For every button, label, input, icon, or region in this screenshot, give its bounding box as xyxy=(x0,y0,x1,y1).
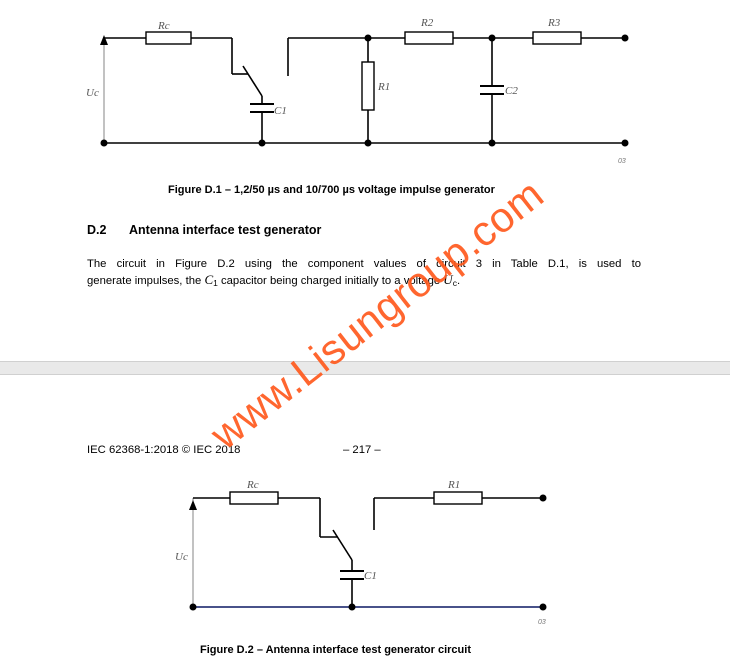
figure-d2-circuit: Rc Uc C1 R1 03 xyxy=(175,479,547,626)
section-number: D.2 xyxy=(87,223,107,237)
label-c1: C1 xyxy=(274,105,287,117)
section-heading: D.2 Antenna interface test generator xyxy=(87,223,321,237)
label-uc: Uc xyxy=(175,551,188,563)
page-break xyxy=(0,361,730,375)
paragraph-line-2: generate impulses, the C1 capacitor bein… xyxy=(87,272,641,291)
paragraph-text: generate impulses, the xyxy=(87,275,205,287)
section-paragraph: The circuit in Figure D.2 using the comp… xyxy=(87,257,641,291)
figure-d2-caption: Figure D.2 – Antenna interface test gene… xyxy=(200,644,471,656)
header-standard: IEC 62368-1:2018 © IEC 2018 xyxy=(87,444,241,456)
label-uc: Uc xyxy=(86,87,99,99)
symbol-u-subscript: c xyxy=(452,278,457,288)
paragraph-text: capacitor being charged initially to a v… xyxy=(217,275,444,287)
label-r2: R2 xyxy=(420,17,434,29)
label-r1: R1 xyxy=(377,81,390,93)
label-r3: R3 xyxy=(547,17,561,29)
symbol-c: C1 xyxy=(204,272,218,288)
label-r1: R1 xyxy=(447,479,460,491)
symbol-u: Uc xyxy=(443,272,457,288)
header-page-number: – 217 – xyxy=(343,444,381,456)
paragraph-line-1: The circuit in Figure D.2 using the comp… xyxy=(87,258,641,270)
label-rc: Rc xyxy=(157,20,170,32)
symbol-u-letter: U xyxy=(443,272,453,287)
section-title: Antenna interface test generator xyxy=(129,223,322,237)
figure-tag: 03 xyxy=(538,619,546,626)
paragraph-period: . xyxy=(456,275,461,287)
figure-d1-circuit: Rc Uc C1 R1 R2 C2 R3 03 xyxy=(86,17,629,165)
figure-tag: 03 xyxy=(618,158,626,165)
label-rc: Rc xyxy=(246,479,259,491)
label-c2: C2 xyxy=(505,85,518,97)
symbol-c-letter: C xyxy=(204,272,214,287)
figure-d1-caption: Figure D.1 – 1,2/50 µs and 10/700 µs vol… xyxy=(168,184,495,196)
symbol-c-subscript: 1 xyxy=(213,278,218,288)
label-c1: C1 xyxy=(364,570,377,582)
